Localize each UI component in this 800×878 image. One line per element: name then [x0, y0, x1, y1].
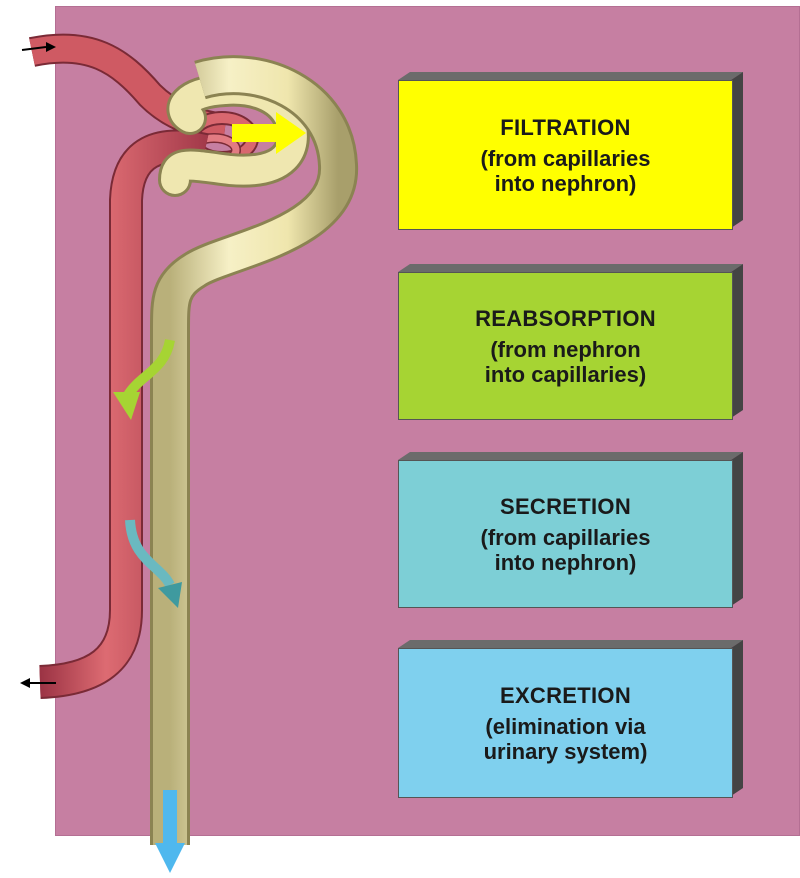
- secretion-line1: (from capillaries: [481, 525, 651, 550]
- reabsorption-line1: (from nephron: [490, 337, 640, 362]
- filtration-box: FILTRATION (from capillaries into nephro…: [398, 80, 733, 230]
- blood-vessel: [20, 42, 252, 688]
- secretion-line2: into nephron): [495, 550, 637, 575]
- filtration-line1: (from capillaries: [481, 146, 651, 171]
- filtration-line2: into nephron): [495, 171, 637, 196]
- excretion-line2: urinary system): [484, 739, 648, 764]
- nephron-tubule: [170, 75, 338, 845]
- excretion-line1: (elimination via: [485, 714, 645, 739]
- excretion-title: EXCRETION: [500, 683, 631, 708]
- reabsorption-title: REABSORPTION: [475, 306, 656, 331]
- excretion-box: EXCRETION (elimination via urinary syste…: [398, 648, 733, 798]
- secretion-title: SECRETION: [500, 494, 631, 519]
- reabsorption-line2: into capillaries): [485, 362, 646, 387]
- reabsorption-box: REABSORPTION (from nephron into capillar…: [398, 272, 733, 420]
- secretion-box: SECRETION (from capillaries into nephron…: [398, 460, 733, 608]
- filtration-title: FILTRATION: [500, 115, 631, 140]
